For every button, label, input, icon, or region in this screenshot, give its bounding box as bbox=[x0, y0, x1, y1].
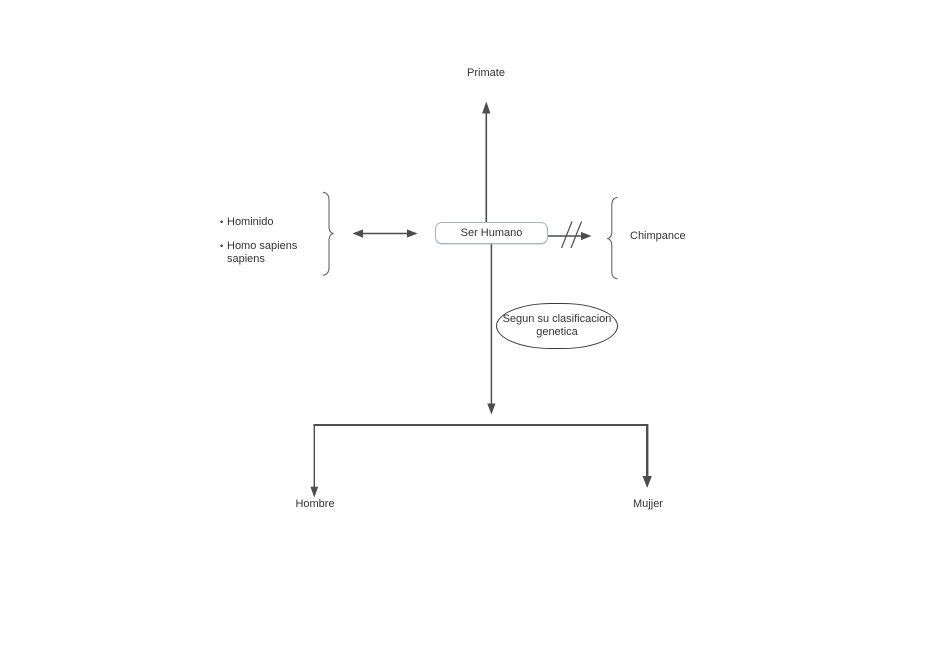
list-item: • Homo sapiens sapiens bbox=[220, 240, 320, 266]
right-arrowhead bbox=[581, 231, 592, 241]
down-arrowhead bbox=[487, 403, 496, 415]
bullet-list: • Hominido • Homo sapiens sapiens bbox=[220, 216, 320, 266]
list-item: • Hominido bbox=[220, 216, 320, 229]
up-arrowhead bbox=[482, 101, 491, 114]
break-slash-1 bbox=[560, 221, 573, 249]
bidirectional-left-arrowhead bbox=[352, 229, 363, 238]
hombre-arrowhead bbox=[310, 486, 319, 498]
mujjer-arrowhead bbox=[642, 476, 652, 488]
clasificacion-bubble: Segun su clasificacion genetica bbox=[496, 303, 618, 349]
list-item-label: Hominido bbox=[227, 216, 274, 228]
break-slash-2 bbox=[570, 221, 583, 249]
mujjer-label: Mujjer bbox=[633, 498, 663, 510]
chimpance-label: Chimpance bbox=[630, 230, 686, 242]
opening-brace bbox=[607, 196, 618, 280]
ser-humano-node: Ser Humano bbox=[435, 222, 548, 244]
bidirectional-right-arrowhead bbox=[407, 229, 418, 238]
braces bbox=[322, 191, 618, 280]
clasificacion-bubble-line2: genetica bbox=[536, 326, 578, 338]
closing-brace bbox=[322, 191, 334, 276]
connector-lines bbox=[313, 113, 649, 488]
bullet-icon: • bbox=[220, 217, 224, 227]
hombre-label: Hombre bbox=[295, 498, 335, 510]
bullet-icon: • bbox=[220, 241, 224, 251]
ser-humano-label: Ser Humano bbox=[460, 227, 523, 239]
arrowheads bbox=[310, 101, 652, 498]
clasificacion-bubble-line1: Segun su clasificacion bbox=[502, 312, 612, 325]
primate-label: Primate bbox=[467, 67, 505, 79]
list-item-label: Homo sapiens sapiens bbox=[227, 240, 298, 265]
